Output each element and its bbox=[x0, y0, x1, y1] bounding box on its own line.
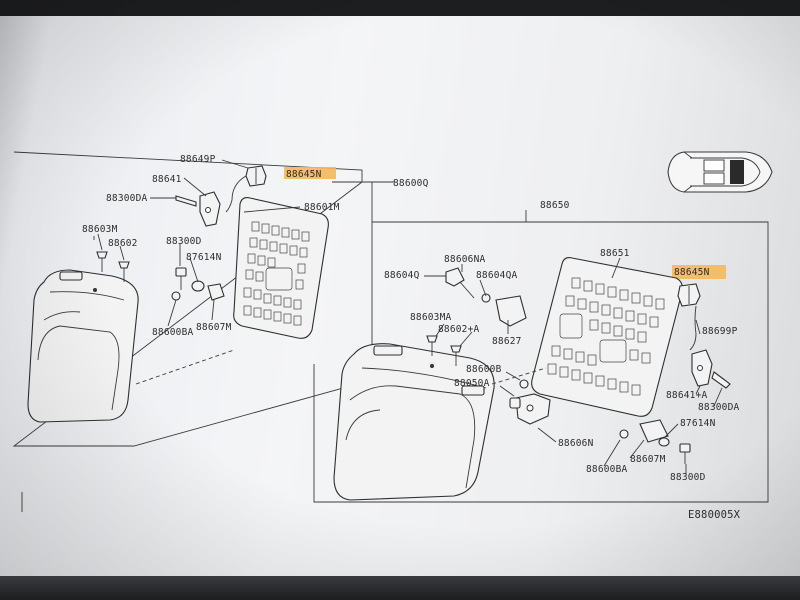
monitor-bezel-top bbox=[0, 0, 800, 16]
label-88604Q: 88604Q bbox=[384, 270, 420, 281]
label-88602: 88602 bbox=[108, 238, 138, 249]
left-group-frame bbox=[12, 151, 373, 447]
left-latch-88645N bbox=[225, 165, 267, 213]
label-88645N-right: 88645N bbox=[674, 267, 710, 278]
right-latch-88645N bbox=[677, 283, 701, 351]
label-88300DA-right: 88300DA bbox=[698, 402, 740, 413]
figure-code: E880005X bbox=[688, 509, 741, 521]
label-88641A: 88641+A bbox=[666, 390, 708, 401]
label-88650: 88650 bbox=[540, 200, 570, 211]
left-88645N-highlight bbox=[284, 167, 336, 179]
label-88607M: 88607M bbox=[196, 322, 232, 333]
label-88607M-right: 88607M bbox=[630, 454, 666, 465]
right-leader-lines bbox=[424, 257, 723, 474]
left-seat-back-cushion bbox=[27, 269, 139, 423]
monitor-bezel-bottom bbox=[0, 576, 800, 600]
left-back-panel bbox=[233, 197, 329, 339]
label-88649P: 88649P bbox=[180, 154, 216, 165]
label-88602A: 88602+A bbox=[438, 324, 480, 335]
label-88627: 88627 bbox=[492, 336, 522, 347]
right-small-parts bbox=[445, 267, 691, 464]
label-88641: 88641 bbox=[152, 174, 182, 185]
label-87614N: 87614N bbox=[186, 252, 222, 263]
label-88604QA: 88604QA bbox=[476, 270, 518, 281]
label-87614N-right: 87614N bbox=[680, 418, 716, 429]
left-screws bbox=[96, 233, 130, 282]
label-88606N: 88606N bbox=[558, 438, 594, 449]
right-88645N-highlight bbox=[672, 265, 726, 279]
label-88645N: 88645N bbox=[286, 169, 322, 180]
right-guide-dashes bbox=[491, 367, 547, 385]
label-88050A: 88050A bbox=[454, 378, 490, 389]
label-88603MA: 88603MA bbox=[410, 312, 452, 323]
left-hinge-88641 bbox=[175, 191, 221, 227]
left-guide-dashes bbox=[135, 349, 235, 385]
label-88300D-right: 88300D bbox=[670, 472, 706, 483]
label-88601M: 88601M bbox=[304, 202, 340, 213]
right-group-frame bbox=[313, 221, 769, 503]
label-88300DA: 88300DA bbox=[106, 193, 148, 204]
right-hinge-88641A bbox=[691, 349, 731, 389]
left-small-parts bbox=[171, 267, 225, 301]
label-88300D: 88300D bbox=[166, 236, 202, 247]
right-back-panel bbox=[531, 257, 683, 417]
label-88600B: 88600B bbox=[466, 364, 502, 375]
right-seat-back-cushion bbox=[333, 343, 495, 501]
label-88600Q: 88600Q bbox=[393, 178, 429, 189]
label-88603M: 88603M bbox=[82, 224, 118, 235]
label-88699P: 88699P bbox=[702, 326, 738, 337]
label-88600BA: 88600BA bbox=[152, 327, 194, 338]
left-leader-lines bbox=[150, 159, 301, 327]
label-88606NA: 88606NA bbox=[444, 254, 486, 265]
label-88651: 88651 bbox=[600, 248, 630, 259]
car-locator-icon bbox=[667, 151, 773, 193]
right-screws bbox=[426, 335, 462, 366]
label-88600BA-right: 88600BA bbox=[586, 464, 628, 475]
